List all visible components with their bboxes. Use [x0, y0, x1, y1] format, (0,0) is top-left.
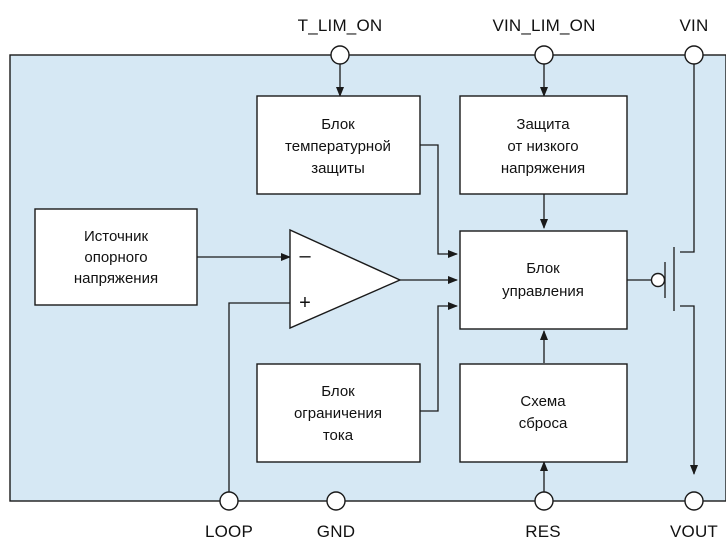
reference-voltage-block: Источник опорного напряжения [34, 208, 198, 306]
pin-vin [684, 45, 704, 65]
reset-block-line-1: Схема [520, 393, 566, 410]
pin-label-vin-lim-on: VIN_LIM_ON [492, 16, 595, 35]
comparator-minus-sign: – [299, 245, 311, 267]
pin-vin-lim-on [534, 45, 554, 65]
pin-gnd [326, 491, 346, 511]
current-limit-line-3: тока [323, 427, 354, 444]
reference-block-line-1: Источник [84, 228, 148, 245]
comparator-plus-sign: + [299, 292, 311, 314]
undervoltage-block-line-2: от низкого [507, 138, 578, 155]
pin-t-lim-on [330, 45, 350, 65]
thermal-block-line-3: защиты [311, 160, 365, 177]
control-block: Блок управления [459, 230, 628, 330]
pin-vout [684, 491, 704, 511]
pin-label-vout: VOUT [670, 522, 718, 541]
pmos-transistor-icon [650, 247, 675, 311]
wire-thermal-to-control [420, 144, 458, 258]
pin-label-gnd: GND [317, 522, 355, 541]
pin-label-loop: LOOP [205, 522, 253, 541]
reference-block-line-2: опорного [84, 249, 147, 266]
thermal-protection-block: Блок температурной защиты [256, 95, 421, 195]
pin-label-t-lim-on: T_LIM_ON [298, 16, 383, 35]
current-limit-line-1: Блок [321, 383, 355, 400]
current-limit-block: Блок ограничения тока [256, 363, 421, 463]
current-limit-line-2: ограничения [294, 405, 382, 422]
wire-loop-to-comparator [228, 302, 290, 492]
wire-transistor-to-vout [680, 305, 698, 475]
thermal-block-line-1: Блок [321, 116, 355, 133]
pin-res [534, 491, 554, 511]
reset-circuit-block: Схема сброса [459, 363, 628, 463]
undervoltage-block-line-1: Защита [516, 116, 570, 133]
wire-vin-to-transistor [680, 64, 695, 253]
thermal-block-line-2: температурной [285, 138, 391, 155]
undervoltage-block-line-3: напряжения [501, 160, 585, 177]
pin-label-res: RES [525, 522, 561, 541]
control-block-line-2: управления [502, 283, 584, 300]
undervoltage-protection-block: Защита от низкого напряжения [459, 95, 628, 195]
pin-loop [219, 491, 239, 511]
comparator: – + [289, 228, 402, 330]
reset-block-line-2: сброса [519, 415, 568, 432]
reference-block-line-3: напряжения [74, 270, 158, 287]
wire-current-limit-to-control [420, 302, 458, 412]
pin-label-vin: VIN [680, 16, 709, 35]
control-block-line-1: Блок [526, 260, 560, 277]
